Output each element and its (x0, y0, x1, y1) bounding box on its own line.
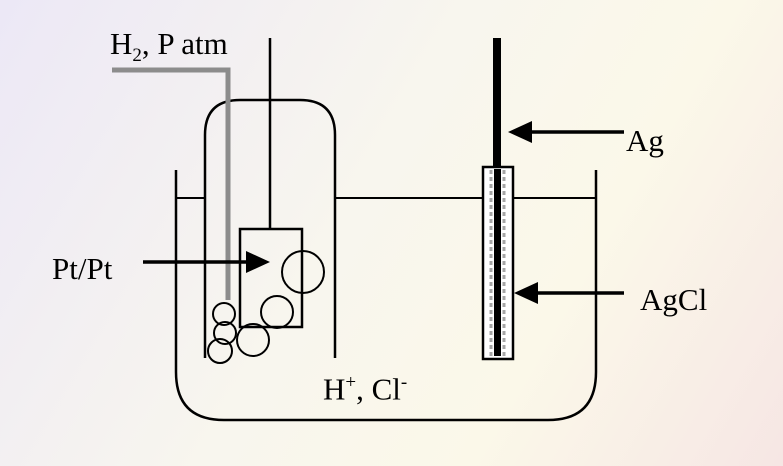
arrow-ag (508, 121, 624, 143)
bubble (281, 250, 325, 294)
label-cl-charge: - (400, 372, 408, 393)
label-ag: Ag (626, 123, 664, 158)
label-cl: , Cl (356, 371, 401, 407)
hydrogen-bubbles (207, 250, 325, 364)
bubble (236, 323, 270, 357)
label-h-symbol: H (323, 371, 346, 407)
label-agcl: AgCl (640, 282, 708, 317)
bubble (213, 321, 237, 345)
h2-gas-tube (112, 67, 231, 300)
arrow-pt (143, 251, 270, 273)
label-electrolyte: H+, Cl- (323, 373, 407, 404)
label-hydrogen-gas: H2, P atm (110, 28, 228, 65)
label-h-charge: + (345, 372, 357, 393)
beaker-outline (174, 170, 598, 422)
bubble (260, 295, 294, 329)
silver-core (494, 169, 501, 356)
arrow-agcl (514, 282, 624, 304)
bubble (207, 338, 233, 364)
bubble (212, 302, 236, 326)
label-h2-pressure: , P atm (141, 26, 228, 61)
label-h2-symbol: H (110, 26, 133, 61)
label-pt-electrode: Pt/Pt (52, 251, 113, 286)
label-h2-subscript: 2 (132, 45, 142, 67)
